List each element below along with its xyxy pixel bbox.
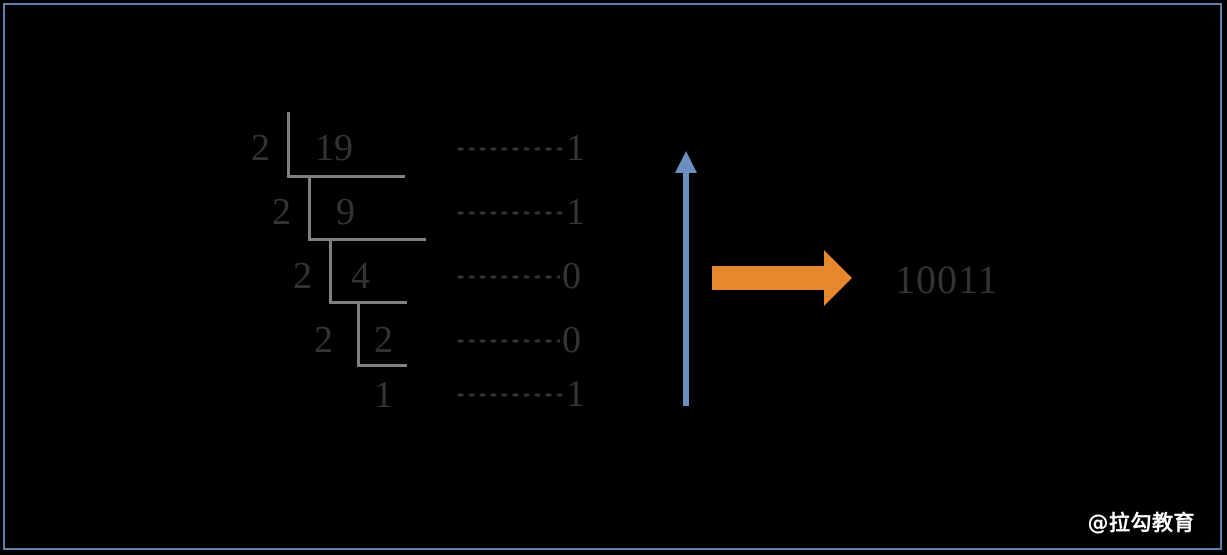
dividend-row-3: 4: [351, 255, 370, 297]
tree-hline-1: [287, 175, 405, 178]
remainder-row-2: 1: [566, 191, 585, 233]
leader-row-2: [455, 210, 565, 216]
read-direction-up-arrow: [675, 151, 697, 406]
result-right-arrow: [712, 250, 852, 306]
tree-vline-3: [329, 238, 332, 304]
divisor-row-3: 2: [293, 255, 312, 297]
tree-hline-4: [357, 364, 407, 367]
dividend-row-4: 2: [374, 319, 393, 361]
tree-vline-1: [287, 112, 290, 178]
leader-row-3: [455, 274, 560, 280]
divisor-row-4: 2: [314, 319, 333, 361]
divisor-row-2: 2: [272, 191, 291, 233]
dividend-row-1: 19: [315, 127, 353, 169]
leader-row-1: [455, 146, 565, 152]
tree-hline-2: [308, 238, 426, 241]
tree-vline-4: [357, 301, 360, 367]
dividend-row-2: 9: [336, 191, 355, 233]
leader-row-4: [455, 338, 560, 344]
quotient-final: 1: [374, 374, 393, 416]
watermark-label: @拉勾教育: [1087, 511, 1195, 535]
binary-result-value: 10011: [895, 257, 999, 302]
tree-vline-2: [308, 175, 311, 241]
remainder-row-5: 1: [566, 373, 585, 415]
remainder-row-4: 0: [562, 319, 581, 361]
remainder-row-3: 0: [562, 255, 581, 297]
leader-row-5: [455, 392, 565, 398]
divisor-row-1: 2: [251, 127, 270, 169]
tree-hline-3: [329, 301, 407, 304]
remainder-row-1: 1: [566, 127, 585, 169]
